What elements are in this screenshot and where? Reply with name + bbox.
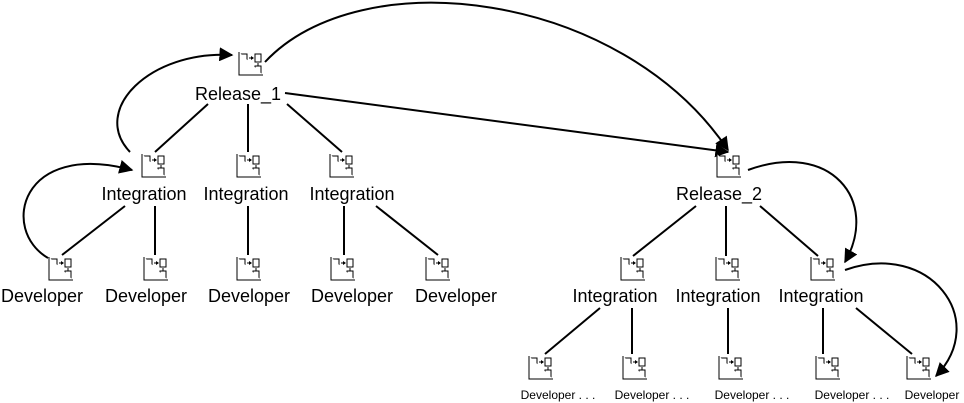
tree2-edges — [544, 205, 913, 355]
integration-label: Integration — [203, 184, 288, 204]
developer-label: Developer . . . — [815, 388, 890, 402]
version-node-icon — [48, 256, 74, 281]
edge-r2-i3 — [759, 205, 819, 257]
edge-i1-d1 — [61, 205, 126, 256]
tree1-edges — [61, 103, 439, 256]
version-node-icon — [622, 355, 648, 380]
arrow-integration-to-release1 — [116, 47, 234, 153]
edge-r1-i3 — [286, 103, 343, 153]
version-node-icon — [238, 51, 264, 76]
version-node-icon — [425, 256, 451, 281]
arrow-release1-to-release2-arc — [264, 1, 729, 152]
version-node-icon — [141, 153, 167, 178]
integration-label: Integration — [675, 286, 760, 306]
developer-label: Developer . . . — [615, 388, 690, 402]
arrow-release1-to-release2-line — [284, 92, 730, 158]
tree2-labels: Release_2 Integration Integration Integr… — [521, 184, 960, 402]
integration-label: Integration — [778, 286, 863, 306]
integration-label: Integration — [309, 184, 394, 204]
version-node-icon — [906, 355, 932, 380]
developer-label: Developer . . . — [715, 388, 790, 402]
tree1-labels: Release_1 Integration Integration Integr… — [1, 84, 497, 306]
version-node-icon — [330, 256, 356, 281]
developer-label: Developer . . . — [521, 388, 596, 402]
integration-label: Integration — [572, 286, 657, 306]
developer-label: Developer — [311, 286, 393, 306]
arrow-release2-to-integration — [747, 161, 858, 264]
edge-r1-i1 — [154, 103, 209, 153]
version-node-icon — [716, 153, 742, 178]
version-node-icon — [528, 355, 554, 380]
merge-arrows — [22, 1, 958, 378]
developer-label: Developer — [208, 286, 290, 306]
edge-i3-d5 — [375, 205, 439, 256]
version-node-icon — [715, 256, 741, 281]
developer-label: Developer — [415, 286, 497, 306]
version-node-icon — [236, 256, 262, 281]
release-label: Release_1 — [195, 84, 281, 105]
version-node-icon — [815, 355, 841, 380]
version-node-icon — [810, 256, 836, 281]
node-icons — [48, 51, 932, 380]
version-node-icon — [329, 153, 355, 178]
version-node-icon — [236, 153, 262, 178]
edge-i1-d1b — [544, 307, 601, 355]
developer-label: Developer — [105, 286, 187, 306]
edge-r2-i1 — [632, 205, 697, 257]
integration-label: Integration — [101, 184, 186, 204]
arrow-developer-to-integration — [22, 159, 134, 259]
developer-label: Developer — [905, 388, 960, 402]
version-node-icon — [620, 256, 646, 281]
edge-i3-d5b — [855, 307, 913, 355]
release-label: Release_2 — [676, 184, 762, 205]
developer-label: Developer — [1, 286, 83, 306]
arrow-integration-to-developer — [844, 262, 958, 378]
version-node-icon — [143, 256, 169, 281]
version-node-icon — [718, 355, 744, 380]
